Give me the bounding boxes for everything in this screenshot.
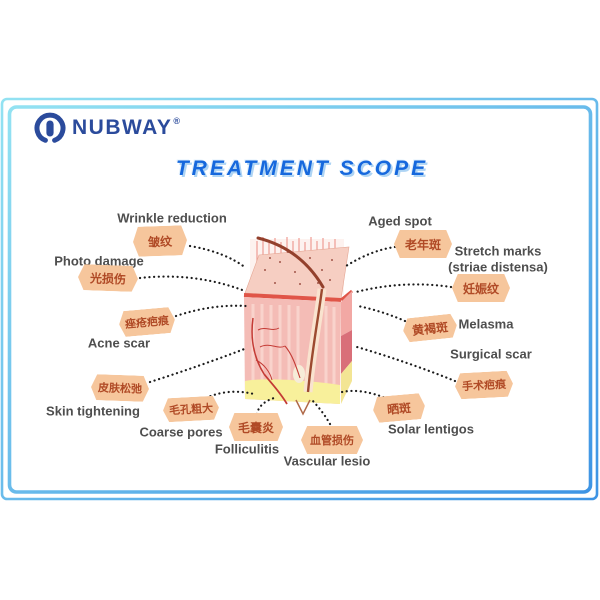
label-melasma: Melasma bbox=[458, 316, 514, 332]
pore-dots bbox=[264, 251, 333, 285]
label-wrinkle-reduction: Wrinkle reduction bbox=[117, 210, 227, 226]
follicle-root bbox=[295, 399, 311, 416]
tag-folliculitis-zh: 毛囊炎 bbox=[229, 413, 283, 441]
label-vascular-lesion: Vascular lesio bbox=[283, 453, 371, 469]
side-face-mid bbox=[341, 330, 352, 374]
tag-vascular-lesion-zh: 血管损伤 bbox=[301, 426, 363, 454]
label-solar-lentigos: Solar lentigos bbox=[388, 421, 474, 437]
fat-layer bbox=[245, 379, 340, 404]
registered-mark-icon: ® bbox=[173, 116, 181, 126]
tag-skin-tightening-zh: 皮肤松弛 bbox=[91, 374, 150, 402]
epidermis-edge-side bbox=[340, 289, 353, 302]
side-face-fat bbox=[341, 361, 352, 404]
label-acne-scar: Acne scar bbox=[87, 335, 151, 351]
label-folliculitis: Folliculitis bbox=[214, 441, 280, 457]
tag-stretch-marks-zh: 妊娠纹 bbox=[452, 274, 510, 302]
tag-acne-scar-zh: 痤疮疤痕 bbox=[118, 307, 176, 338]
tag-coarse-pores-zh: 毛孔粗大 bbox=[162, 396, 219, 423]
label-skin-tightening: Skin tightening bbox=[46, 403, 140, 419]
logo: NUBWAY® bbox=[33, 110, 181, 146]
label-aged-spot: Aged spot bbox=[368, 213, 432, 229]
tag-wrinkle-reduction-zh: 皱纹 bbox=[132, 225, 187, 257]
tag-photo-damage-zh: 光损伤 bbox=[78, 264, 139, 292]
tag-aged-spot-zh: 老年斑 bbox=[394, 230, 452, 258]
blood-vessels bbox=[251, 317, 301, 405]
skin-top-face bbox=[244, 246, 350, 300]
page-title: TREATMENT SCOPE bbox=[175, 157, 429, 180]
label-stretch-marks-latin: (striae distensa) bbox=[448, 259, 548, 275]
tag-solar-lentigos-zh: 晒斑 bbox=[372, 393, 426, 423]
hair-shaft bbox=[256, 236, 325, 289]
hair-follicle bbox=[306, 288, 324, 393]
logo-text: NUBWAY bbox=[72, 116, 173, 139]
label-stretch-marks: Stretch marks bbox=[454, 243, 542, 259]
label-coarse-pores: Coarse pores bbox=[139, 424, 223, 440]
tag-surgical-scar-zh: 手术疤痕 bbox=[454, 371, 513, 400]
label-surgical-scar: Surgical scar bbox=[450, 346, 532, 362]
label-photo-damage: Photo damage bbox=[54, 253, 144, 269]
nubway-logo-icon bbox=[34, 112, 66, 143]
side-face-top bbox=[341, 291, 352, 336]
